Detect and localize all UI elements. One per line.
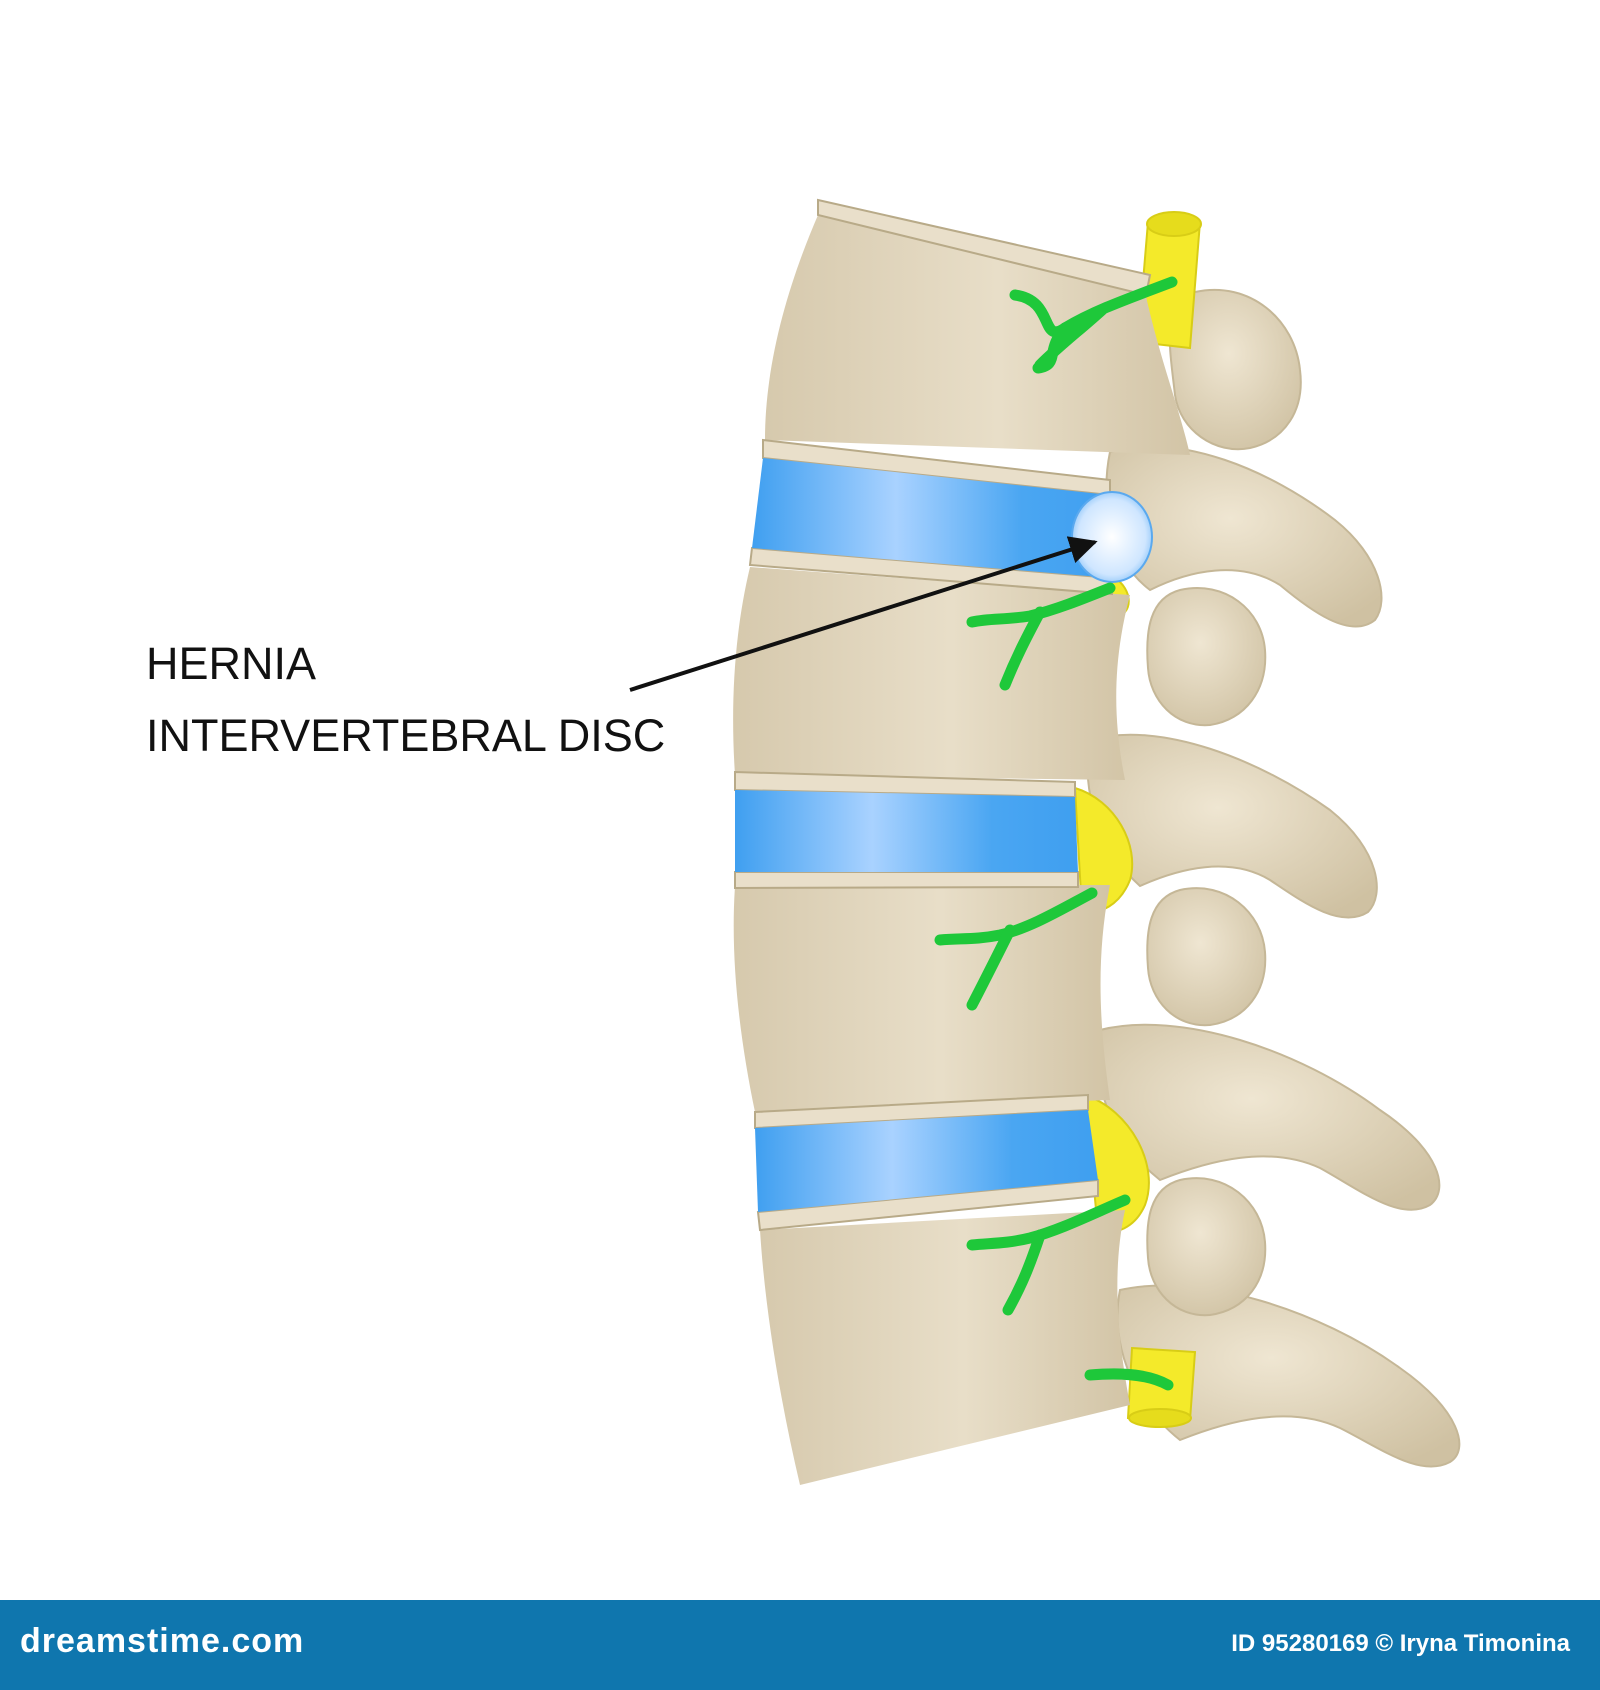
nerve-2 (966, 582, 1116, 628)
vertebral-body-4 (760, 1210, 1130, 1485)
label-intervertebral-disc: INTERVERTEBRAL DISC (146, 710, 666, 761)
disc-hernia-bulge (1071, 491, 1153, 583)
spinous-process-1 (1105, 445, 1383, 628)
spinal-nerves (934, 276, 1178, 1391)
watermark-credit: ID 95280169 © Iryna Timonina (1231, 1630, 1570, 1657)
disc-2 (735, 790, 1078, 872)
nerve-3-branch (966, 924, 1016, 1011)
articular-process-4 (1146, 1177, 1267, 1317)
endplate-3-top (734, 871, 1079, 890)
spinous-processes (1086, 445, 1461, 1468)
spinal-cord-bottom-end (1128, 1408, 1192, 1428)
watermark-brand: dreamstime.com (20, 1622, 305, 1660)
articular-process-2 (1146, 587, 1267, 727)
label-hernia: HERNIA (146, 638, 317, 689)
callout-arrow (629, 536, 1098, 692)
vertebral-body-1 (765, 215, 1190, 455)
disc-herniated (752, 458, 1112, 578)
spine-illustration (629, 198, 1461, 1485)
nerve-4-branch (1002, 1229, 1046, 1316)
intervertebral-discs (735, 458, 1153, 1212)
nerve-1-root (1034, 304, 1108, 371)
watermark-footer: dreamstime.com ID 95280169 © Iryna Timon… (0, 1600, 1600, 1690)
spinal-cord-top-end (1146, 211, 1202, 237)
articular-processes (1146, 289, 1302, 1317)
nerve-2-branch (999, 606, 1046, 691)
disc-3 (755, 1110, 1098, 1212)
articular-process-3 (1146, 887, 1267, 1027)
spinous-process-2 (1086, 733, 1378, 919)
endplates (734, 198, 1152, 1232)
articular-process-1 (1168, 289, 1302, 451)
vertebral-body-3 (733, 885, 1110, 1112)
nerve-5 (1084, 1368, 1174, 1391)
